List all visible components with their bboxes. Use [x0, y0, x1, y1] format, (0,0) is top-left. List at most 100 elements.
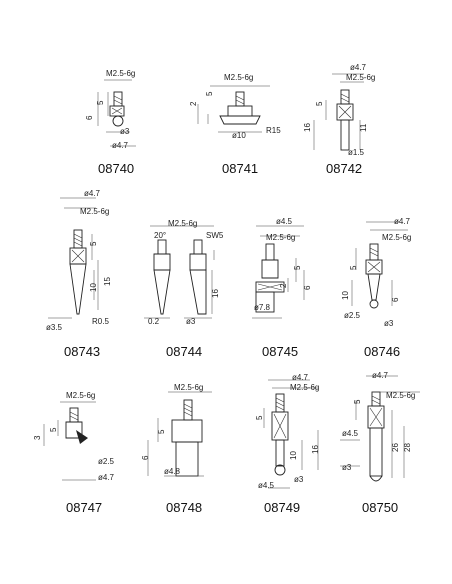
dim-label: 5 — [293, 265, 302, 270]
dim-label: 16 — [311, 445, 320, 454]
dim-label: M2.5-6g — [106, 69, 135, 78]
figure-08741: M2.5-6g 5 2 ø10 R15 08741 — [189, 73, 281, 176]
probe-drawing-08746 — [351, 221, 408, 309]
dim-label: ø3 — [342, 463, 352, 472]
dim-label: ø2.5 — [98, 457, 115, 466]
dim-label: ø4.7 — [350, 63, 367, 72]
dim-label: 16 — [211, 289, 220, 298]
dim-label: M2.5-6g — [168, 219, 197, 228]
dim-label: 5 — [49, 427, 58, 432]
dim-label: 11 — [359, 123, 368, 132]
dim-label: 5 — [353, 399, 362, 404]
figure-08743: ø4.7 M2.5-6g 5 10 15 ø3.5 R0.5 08743 — [46, 189, 112, 359]
dim-label: ø4.7 — [394, 217, 411, 226]
dim-label: ø4.7 — [84, 189, 101, 198]
dim-label: SW5 — [206, 231, 224, 240]
dim-label: 5 — [349, 265, 358, 270]
dim-label: ø4.7 — [112, 141, 129, 150]
part-number: 08748 — [166, 500, 202, 515]
dim-label: 6 — [391, 297, 400, 302]
part-number: 08742 — [326, 161, 362, 176]
dim-label: ø4.8 — [164, 467, 181, 476]
dim-label: ø7.8 — [254, 303, 271, 312]
figure-08742: ø4.7 M2.5-6g 5 16 11 ø1.5 08742 — [303, 63, 375, 176]
dim-label: ø4.5 — [276, 217, 293, 226]
dim-label: ø3 — [120, 127, 130, 136]
part-number: 08741 — [222, 161, 258, 176]
dim-label: 10 — [289, 451, 298, 460]
dim-label: M2.5-6g — [224, 73, 253, 82]
dim-label: ø3.5 — [46, 323, 63, 332]
dim-label: 5 — [205, 91, 214, 96]
dim-label: 6 — [85, 115, 94, 120]
dim-label: 5 — [89, 241, 98, 246]
figure-08744: M2.5-6g 20° SW5 16 0.2 ø3 08744 — [144, 219, 224, 359]
dim-label: 5 — [315, 101, 324, 106]
part-number: 08743 — [64, 344, 100, 359]
dim-label: 5 — [157, 429, 166, 434]
probe-drawing-08745 — [252, 225, 305, 319]
probe-drawing-08748 — [147, 391, 212, 477]
dim-label: M2.5-6g — [266, 233, 295, 242]
probe-drawing-08749 — [263, 379, 319, 489]
dim-label: R0.5 — [92, 317, 109, 326]
probe-drawing-08744 — [144, 225, 215, 319]
figure-08745: ø4.5 M2.5-6g 5 2 6 ø7.8 08745 — [252, 217, 312, 359]
figure-08749: ø4.7 M2.5-6g 5 16 10 ø4.5 ø3 08749 — [255, 373, 320, 515]
dim-label: ø3 — [384, 319, 394, 328]
dim-label: ø4.5 — [342, 429, 359, 438]
dim-label: 5 — [255, 415, 264, 420]
probe-drawing-08743 — [48, 197, 99, 319]
probe-drawing-08747 — [43, 401, 96, 481]
dim-label: ø3 — [186, 317, 196, 326]
part-number: 08749 — [264, 500, 300, 515]
dim-label: 10 — [89, 283, 98, 292]
dim-label: M2.5-6g — [386, 391, 415, 400]
dim-label: ø4.7 — [98, 473, 115, 482]
figure-08746: ø4.7 M2.5-6g 5 10 6 ø2.5 ø3 08746 — [341, 217, 411, 359]
part-number: 08745 — [262, 344, 298, 359]
part-number: 08746 — [364, 344, 400, 359]
dim-label: ø4.5 — [258, 481, 275, 490]
probe-drawing-08741 — [197, 85, 270, 133]
probe-drawing-08742 — [313, 73, 364, 151]
dim-label: M2.5-6g — [346, 73, 375, 82]
dim-label: 15 — [103, 277, 112, 286]
dim-label: M2.5-6g — [80, 207, 109, 216]
dim-label: 16 — [303, 123, 312, 132]
dim-label: 2 — [189, 101, 198, 106]
dim-label: M2.5-6g — [174, 383, 203, 392]
dim-label: ø10 — [232, 131, 246, 140]
dim-label: ø3 — [294, 475, 304, 484]
dim-label: 3 — [33, 435, 42, 440]
probe-drawing-08740 — [97, 79, 136, 147]
part-number: 08744 — [166, 344, 202, 359]
dim-label: 6 — [141, 455, 150, 460]
dim-label: 2 — [279, 283, 288, 288]
dim-label: ø4.7 — [292, 373, 309, 382]
dim-label: R15 — [266, 126, 281, 135]
dim-label: ø2.5 — [344, 311, 361, 320]
dim-label: 28 — [403, 443, 412, 452]
dim-label: 0.2 — [148, 317, 160, 326]
part-number: 08740 — [98, 161, 134, 176]
part-number: 08750 — [362, 500, 398, 515]
figure-08750: ø4.7 M2.5-6g 5 ø4.5 26 28 ø3 08750 — [340, 371, 420, 515]
dim-label: M2.5-6g — [290, 383, 319, 392]
dim-label: ø1.5 — [348, 148, 365, 157]
dim-label: ø4.7 — [372, 371, 389, 380]
dim-label: 5 — [96, 100, 105, 105]
dim-label: M2.5-6g — [66, 391, 95, 400]
dim-label: 26 — [391, 443, 400, 452]
figure-08747: M2.5-6g 3 5 ø2.5 ø4.7 08747 — [33, 391, 115, 515]
probe-drawing-08750 — [340, 375, 420, 482]
part-number: 08747 — [66, 500, 102, 515]
dim-label: 20° — [154, 231, 166, 240]
dim-label: 10 — [341, 291, 350, 300]
figure-08740: M2.5-6g 6 5 ø3 ø4.7 08740 — [85, 69, 136, 176]
dim-label: 6 — [303, 285, 312, 290]
dim-label: M2.5-6g — [382, 233, 411, 242]
figure-08748: M2.5-6g 5 6 ø4.8 08748 — [141, 383, 212, 515]
